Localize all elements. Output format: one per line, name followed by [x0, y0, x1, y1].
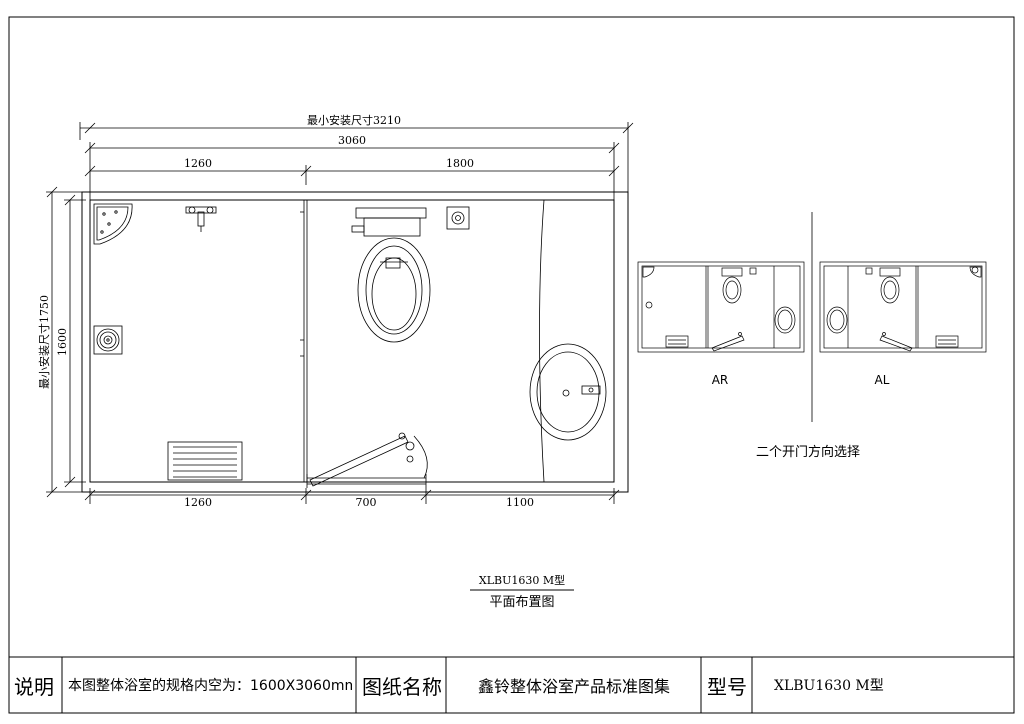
title-block-model-value: XLBU1630 M型	[774, 678, 884, 694]
bathroom-walls	[81, 191, 629, 493]
variant-al-label: AL	[875, 373, 890, 387]
shower-seat-icon	[167, 441, 243, 481]
title-block-drawing-name: 鑫铃整体浴室产品标准图集	[477, 677, 670, 696]
door-direction-note: 二个开门方向选择	[756, 444, 860, 460]
title-block-model-label: 型号	[707, 674, 747, 699]
inner-height-dim: 1600	[56, 328, 69, 356]
min-install-width-dim: 最小安装尺寸3210	[307, 113, 401, 127]
corner-shelf-icon	[93, 203, 133, 245]
title-block-note-text: 本图整体浴室的规格内空为：1600X3060mm。	[68, 678, 352, 694]
top-left-width-dim: 1260	[184, 157, 212, 170]
plan-model-caption: XLBU1630 M型	[479, 573, 565, 587]
variant-al-plan	[819, 261, 987, 353]
shower-mixer-icon	[185, 206, 217, 232]
top-dimensions	[79, 122, 634, 200]
plan-title-caption: 平面布置图	[489, 595, 554, 610]
door-icon	[306, 432, 428, 488]
floor-drain-icon	[93, 325, 123, 355]
overall-width-dim: 3060	[338, 134, 366, 147]
title-block-note-label: 说明	[14, 674, 54, 699]
min-install-height-dim: 最小安装尺寸1750	[37, 295, 51, 389]
paper-holder-icon	[446, 206, 470, 230]
wash-basin-icon	[529, 343, 607, 441]
toilet-label-box	[385, 257, 401, 269]
variant-ar-label: AR	[712, 373, 729, 387]
title-block-drawing-name-label: 图纸名称	[362, 674, 442, 699]
left-dimensions	[46, 186, 86, 498]
bottom-dimensions	[84, 488, 620, 504]
sheet-frame	[8, 16, 1015, 714]
bottom-left-width-dim: 1260	[184, 496, 212, 509]
bottom-right-width-dim: 1100	[506, 496, 534, 509]
bottom-middle-width-dim: 700	[356, 496, 377, 509]
variant-ar-plan	[637, 261, 805, 353]
top-right-width-dim: 1800	[446, 157, 474, 170]
toilet-icon	[351, 207, 431, 343]
